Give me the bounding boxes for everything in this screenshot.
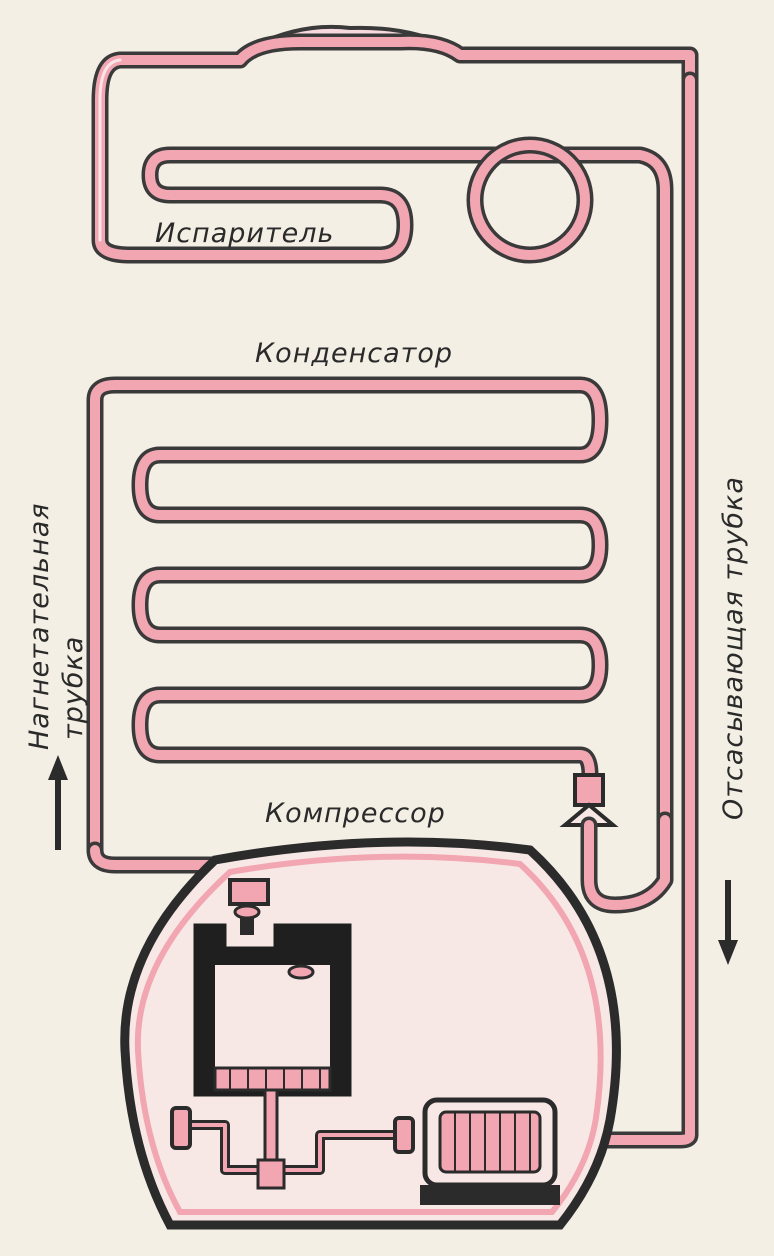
capillary-tube (580, 811, 674, 914)
evaporator-loop (466, 136, 594, 264)
suction-line (576, 71, 699, 1149)
compressor-label: Компрессор (265, 798, 446, 829)
crankshaft (170, 1088, 415, 1190)
compressor: Компрессор (120, 798, 621, 1230)
suction-line-label: Отсасывающая трубка (718, 476, 749, 820)
condenser-label: Конденсатор (255, 338, 453, 369)
evaporator-label: Испаритель (155, 218, 334, 249)
cylinder (193, 923, 352, 1097)
condenser: Конденсатор (86, 338, 609, 859)
arrow-up-icon (48, 755, 68, 850)
discharge-valve (228, 878, 270, 935)
evaporator-coil (91, 33, 699, 829)
filter-valve (559, 773, 674, 914)
discharge-line-label-2: трубка (58, 636, 89, 740)
evaporator: Испаритель (91, 24, 699, 829)
arrow-down-icon (718, 880, 738, 965)
electric-motor (420, 1097, 560, 1205)
discharge-line-label-1: Нагнетательная (24, 502, 55, 750)
